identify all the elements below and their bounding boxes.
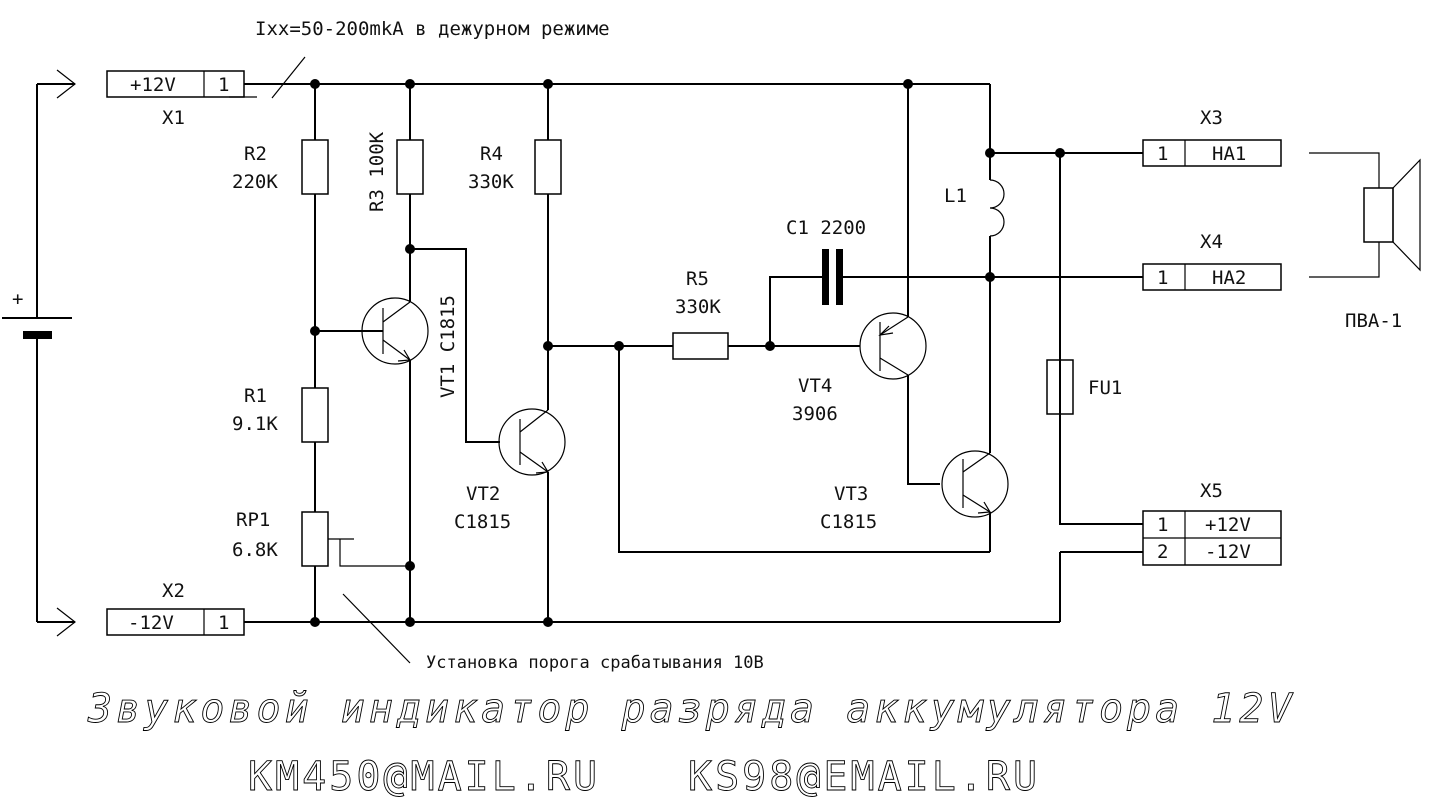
transistor-vt3 bbox=[941, 450, 1009, 552]
connector-x2: -12V 1 X2 bbox=[106, 580, 245, 636]
contact-email-1: KM450@MAIL.RU bbox=[248, 754, 600, 800]
r4-ref: R4 bbox=[480, 143, 503, 165]
x5-name: X5 bbox=[1200, 480, 1223, 502]
capacitor-c1 bbox=[822, 249, 829, 305]
potentiometer-rp1 bbox=[301, 511, 329, 567]
threshold-note: Установка порога срабатывания 10В bbox=[426, 653, 764, 673]
r5-value: 330K bbox=[675, 296, 721, 318]
x3-label: HA1 bbox=[1212, 143, 1246, 165]
vt3-ref: VT3 bbox=[834, 483, 868, 505]
speaker-icon bbox=[1309, 152, 1421, 278]
x3-pin: 1 bbox=[1157, 143, 1168, 165]
r1-value: 9.1K bbox=[232, 413, 278, 435]
resistor-r1 bbox=[301, 387, 329, 443]
x5-label-1: +12V bbox=[1205, 514, 1251, 536]
battery: + bbox=[2, 84, 72, 622]
connector-x4: 1 HA2 X4 bbox=[1142, 231, 1282, 291]
x4-label: HA2 bbox=[1212, 267, 1246, 289]
resistor-r5 bbox=[672, 332, 729, 360]
r1-ref: R1 bbox=[244, 385, 267, 407]
connector-x3: 1 HA1 X3 bbox=[1142, 107, 1282, 167]
contact-email-2: KS98@EMAIL.RU bbox=[688, 754, 1040, 800]
resistor-r2 bbox=[301, 139, 329, 195]
x1-pin: 1 bbox=[218, 74, 229, 96]
r5-ref: R5 bbox=[686, 268, 709, 290]
x5-pin-1: 1 bbox=[1157, 514, 1168, 536]
connector-x5: 1 +12V 2 -12V X5 bbox=[1142, 480, 1282, 566]
battery-plus-sign: + bbox=[12, 288, 23, 310]
r4-value: 330K bbox=[468, 171, 514, 193]
x1-name: X1 bbox=[162, 107, 185, 129]
rp1-value: 6.8K bbox=[232, 539, 278, 561]
connector-x1: +12V 1 X1 bbox=[106, 70, 245, 129]
inductor-l1 bbox=[989, 179, 1005, 237]
x2-label: -12V bbox=[128, 612, 174, 634]
x2-name: X2 bbox=[162, 580, 185, 602]
transistor-vt4 bbox=[859, 84, 940, 485]
vt4-ref: VT4 bbox=[798, 375, 832, 397]
r2-ref: R2 bbox=[244, 143, 267, 165]
c1-label: C1 2200 bbox=[786, 217, 866, 239]
x5-label-2: -12V bbox=[1205, 541, 1251, 563]
r3-label: R3 100K bbox=[366, 131, 388, 212]
diagram-title: Звуковой индикатор разряда аккумулятора … bbox=[87, 686, 1296, 732]
resistor-r4 bbox=[534, 139, 562, 195]
x3-name: X3 bbox=[1200, 107, 1223, 129]
transistor-vt1 bbox=[315, 297, 429, 622]
vt1-label: VT1 C1815 bbox=[437, 295, 459, 398]
resistor-r3 bbox=[396, 139, 424, 195]
x1-label: +12V bbox=[130, 74, 176, 96]
vt3-part: C1815 bbox=[820, 511, 877, 533]
speaker-ref: ПВА-1 bbox=[1345, 310, 1402, 332]
vt4-part: 3906 bbox=[792, 403, 838, 425]
fu1-ref: FU1 bbox=[1088, 377, 1122, 399]
l1-ref: L1 bbox=[944, 185, 967, 207]
vt2-part: C1815 bbox=[454, 511, 511, 533]
x4-name: X4 bbox=[1200, 231, 1223, 253]
r2-value: 220K bbox=[232, 171, 278, 193]
transistor-vt2 bbox=[498, 408, 566, 622]
x2-pin: 1 bbox=[218, 612, 229, 634]
junctions bbox=[310, 79, 1065, 627]
vt2-ref: VT2 bbox=[466, 483, 500, 505]
rp1-ref: RP1 bbox=[236, 509, 270, 531]
standby-current-note: Ixx=50-200mkA в дежурном режиме bbox=[255, 18, 610, 40]
x4-pin: 1 bbox=[1157, 267, 1168, 289]
x5-pin-2: 2 bbox=[1157, 541, 1168, 563]
